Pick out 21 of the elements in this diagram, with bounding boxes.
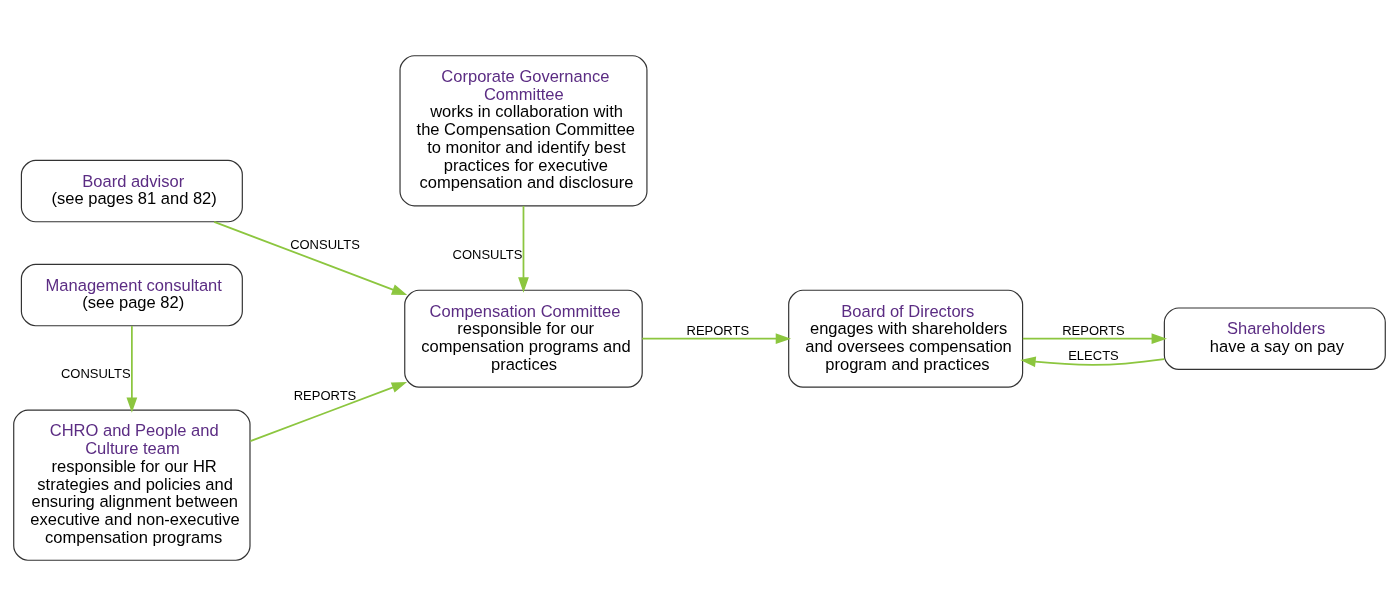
- arrow: [248, 381, 407, 442]
- edge-label: CONSULTS: [60, 365, 131, 381]
- arrow: [1021, 332, 1167, 344]
- edge-label: CONSULTS: [289, 236, 360, 252]
- edge-label: CONSULTS: [452, 246, 522, 262]
- arrow: [517, 204, 529, 293]
- edge-label: REPORTS: [686, 322, 749, 338]
- node-box: Corporate Governance Committee works in collaboration with the Compensation Committee to monitor and identify best practices for executive compensation and disclosure: [398, 54, 647, 206]
- node-box: CHRO and People and Culture team responsible for our HR strategies and policies and ensuring alignment between executive and non-executive compensation programs: [12, 409, 251, 561]
- edge-label: REPORTS: [293, 387, 356, 403]
- arrow: [126, 324, 137, 413]
- arrow: [212, 220, 407, 295]
- edge-label: REPORTS: [1061, 322, 1125, 338]
- node-box: Compensation Committee responsible for our compensation programs and practices: [403, 289, 643, 388]
- arrow: [640, 332, 791, 344]
- edge-label: ELECTS: [1067, 347, 1119, 363]
- node-box: Board of Directors engages with shareholders and oversees compensation program and practices: [787, 289, 1023, 388]
- node-box: Shareholders have a say on pay: [1163, 306, 1386, 370]
- node-box: Management consultant (see page 82): [20, 263, 243, 326]
- node-box: Board advisor (see pages 81 and 82): [20, 159, 243, 222]
- arrow: [1019, 355, 1165, 367]
